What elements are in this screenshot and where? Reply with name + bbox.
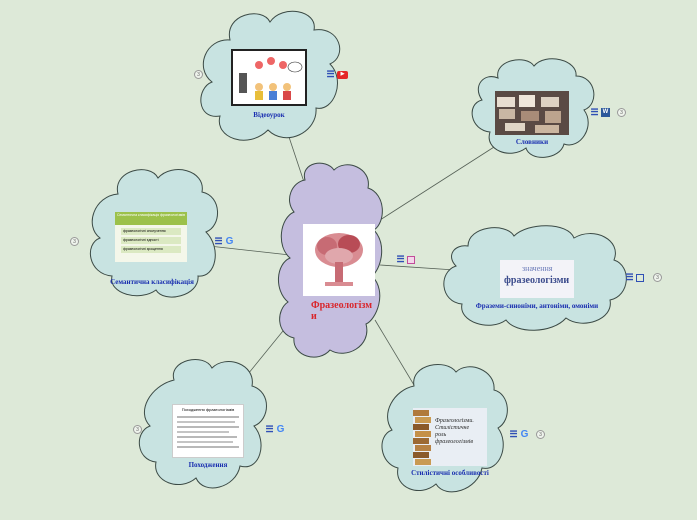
stylistic-collapse-counter[interactable]: 3: [536, 430, 545, 439]
semantic-label[interactable]: Семантична класифікація: [110, 278, 194, 286]
central-label-line2: и: [311, 311, 317, 322]
origin-image[interactable]: Походження фразеологізмів: [172, 404, 244, 458]
slovnyky-icons: ☰ W: [590, 108, 610, 117]
stylistic-thumb-text: Фразеологізми. Стилістичне роль фразеоло…: [435, 418, 485, 446]
origin-icons: ☰ G: [265, 424, 285, 435]
slovnyky-collapse-counter[interactable]: 3: [617, 108, 626, 117]
connector-stylistic: [374, 319, 421, 396]
stylistic-image[interactable]: Фразеологізми. Стилістичне роль фразеоло…: [413, 408, 487, 466]
notes-icon[interactable]: ☰: [265, 424, 274, 434]
notes-icon[interactable]: ☰: [326, 69, 335, 79]
google-icon[interactable]: G: [225, 236, 234, 247]
central-image[interactable]: [303, 224, 375, 296]
notes-icon[interactable]: ☰: [509, 429, 518, 439]
notes-icon[interactable]: ☰: [625, 272, 634, 282]
youtube-icon[interactable]: ▶: [337, 70, 348, 79]
synonyms-label[interactable]: Фраземи-синоніми, антоніми, омоніми: [475, 302, 599, 310]
origin-text-lines: [177, 416, 239, 448]
semantic-thumb-row: фразеологічні зрощення: [121, 246, 181, 253]
link-icon[interactable]: [407, 255, 415, 264]
synonyms-cloud-big: фразеологізми: [504, 275, 570, 286]
notes-icon[interactable]: ☰: [214, 236, 223, 246]
tree-wordcloud-icon: [315, 233, 363, 286]
google-icon[interactable]: G: [520, 429, 529, 440]
link-icon[interactable]: [636, 273, 644, 282]
semantic-icons: ☰ G: [214, 236, 234, 247]
connector-synonyms: [379, 264, 456, 271]
semantic-thumb-row: фразеологічні єдності: [121, 237, 181, 244]
vidourok-label[interactable]: Відеоурок: [253, 111, 285, 119]
stylistic-thumb-line: Фразеологізми.: [435, 418, 474, 424]
word-doc-icon[interactable]: W: [601, 108, 610, 117]
synonyms-collapse-counter[interactable]: 3: [653, 273, 662, 282]
slovnyky-image[interactable]: [495, 91, 569, 135]
stylistic-icons: ☰ G: [509, 429, 529, 440]
stylistic-thumb-line: роль: [435, 432, 447, 438]
synonyms-cloud-small: значення: [522, 264, 553, 273]
vidourok-collapse-counter[interactable]: 3: [194, 70, 203, 79]
vidourok-icons: ☰ ▶: [326, 70, 348, 79]
books-stack-icon: [497, 95, 561, 133]
central-label[interactable]: Фразеологізм и: [311, 300, 372, 322]
stylistic-label[interactable]: Стилістичні особливості: [411, 469, 489, 477]
synonyms-image[interactable]: значення фразеологізми: [500, 260, 574, 298]
notes-icon[interactable]: ☰: [590, 107, 599, 117]
origin-label[interactable]: Походження: [188, 461, 228, 469]
stylistic-thumb-line: Стилістичне: [435, 425, 470, 431]
google-icon[interactable]: G: [276, 424, 285, 435]
central-label-line1: Фразеологізм: [311, 300, 373, 311]
semantic-thumb-title: Семантична класифікація фразеологізмів: [115, 212, 187, 225]
origin-collapse-counter[interactable]: 3: [133, 425, 142, 434]
children-cartoon-icon: [239, 57, 303, 100]
slovnyky-label[interactable]: Словники: [515, 138, 549, 146]
stylistic-thumb-line: фразеологізмів: [435, 439, 474, 445]
central-icons: ☰: [396, 255, 415, 264]
connector-semantic: [199, 244, 291, 256]
books-spines-icon: [413, 410, 431, 465]
vidourok-image[interactable]: [231, 49, 307, 106]
semantic-collapse-counter[interactable]: 3: [70, 237, 79, 246]
connector-slovnyky: [379, 139, 506, 221]
semantic-thumb-row: фразеологічні сполучення: [121, 228, 181, 235]
notes-icon[interactable]: ☰: [396, 254, 405, 264]
synonyms-icons: ☰: [625, 273, 644, 282]
semantic-image[interactable]: Семантична класифікація фразеологізмів ф…: [115, 212, 187, 262]
origin-thumb-title: Походження фразеологізмів: [181, 407, 235, 412]
